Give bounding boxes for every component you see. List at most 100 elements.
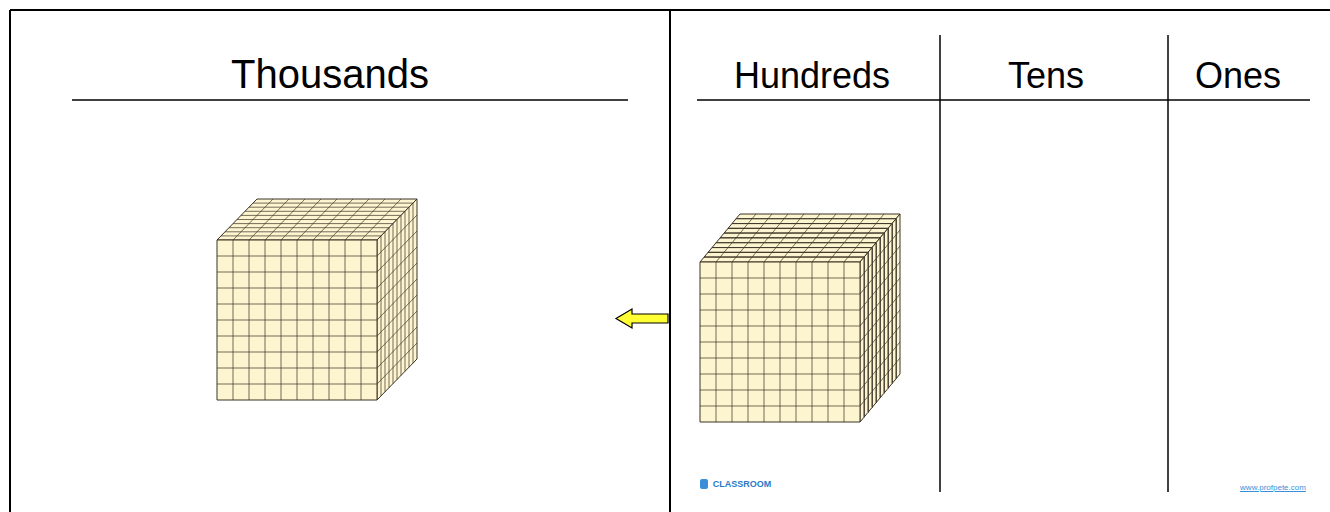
grid-line [896, 342, 900, 347]
grid-line [700, 326, 860, 327]
flat-side [876, 238, 880, 403]
grid-line [724, 248, 728, 253]
grid-line [752, 252, 756, 257]
grid-line [868, 228, 872, 233]
grid-line [876, 318, 880, 323]
grid-line [253, 203, 413, 204]
grid-line [744, 243, 748, 248]
grid-line [768, 214, 772, 219]
flat-top [736, 214, 900, 219]
grid-line [233, 223, 393, 224]
grid-line [804, 228, 808, 233]
flat-side [896, 214, 900, 379]
grid-line [700, 406, 860, 407]
grid-line [872, 307, 876, 312]
grid-line [768, 233, 772, 238]
grid-line [872, 275, 876, 280]
grid-line [888, 336, 892, 341]
grid-line [864, 233, 868, 238]
grid-line [880, 345, 884, 350]
grid-line [744, 224, 748, 229]
grid-line [792, 224, 796, 229]
logo-icon [700, 479, 708, 489]
grid-line [852, 228, 856, 233]
grid-line [884, 356, 888, 361]
grid-line [876, 270, 880, 275]
grid-line [892, 331, 896, 336]
grid-line [828, 257, 832, 262]
regroup-arrow [616, 309, 668, 328]
grid-line [217, 368, 377, 369]
grid-line [844, 219, 848, 224]
column-divider [1167, 35, 1169, 492]
grid-line [868, 296, 872, 301]
grid-line [864, 300, 868, 305]
grid-line [796, 238, 800, 243]
web-address: www.profpete.com [1240, 484, 1306, 493]
grid-line [892, 347, 896, 352]
grid-line [892, 299, 896, 304]
grid-line [864, 396, 868, 401]
grid-line [860, 401, 864, 406]
grid-line [772, 228, 776, 233]
grid-line [245, 211, 405, 212]
grid-line [788, 228, 792, 233]
grid-line [876, 382, 880, 387]
grid-line [780, 257, 784, 262]
grid-line [217, 384, 377, 385]
grid-line [217, 352, 377, 353]
grid-line [892, 363, 896, 368]
grid-line [377, 311, 417, 352]
hundred-flats [700, 214, 900, 422]
grid-line [760, 243, 764, 248]
grid-line [700, 278, 860, 279]
grid-line [896, 294, 900, 299]
grid-line [876, 302, 880, 307]
grid-line [808, 224, 812, 229]
grid-line [884, 308, 888, 313]
grid-line [864, 332, 868, 337]
grid-line [700, 294, 860, 295]
flat-top [728, 224, 892, 229]
grid-line [796, 219, 800, 224]
grid-line [868, 344, 872, 349]
grid-line [836, 228, 840, 233]
logo-text: CLASSROOM [713, 480, 772, 490]
grid-line [237, 219, 397, 220]
grid-line [884, 292, 888, 297]
grid-line [892, 267, 896, 272]
grid-line [700, 342, 860, 343]
grid-line [800, 233, 804, 238]
grid-line [764, 257, 768, 262]
grid-line [824, 243, 828, 248]
grid-line [844, 238, 848, 243]
flat-top [732, 219, 896, 224]
grid-line [896, 246, 900, 251]
grid-line [868, 376, 872, 381]
frame-line [9, 10, 11, 512]
grid-line [748, 238, 752, 243]
thousand-cube [217, 199, 417, 400]
grid-line [872, 371, 876, 376]
grid-line [720, 252, 724, 257]
grid-line [752, 233, 756, 238]
grid-line [832, 233, 836, 238]
grid-line [812, 257, 816, 262]
flat-top [704, 252, 868, 257]
grid-line [812, 238, 816, 243]
grid-line [377, 279, 417, 320]
grid-line [864, 214, 868, 219]
grid-line [892, 251, 896, 256]
grid-line [217, 288, 377, 289]
grid-line [884, 260, 888, 265]
grid-line [872, 291, 876, 296]
grid-line [880, 329, 884, 334]
place-heading: Tens [1008, 56, 1084, 96]
grid-line [217, 304, 377, 305]
flat-side [868, 248, 872, 413]
flat-side [888, 224, 892, 389]
grid-line [816, 214, 820, 219]
grid-line [872, 355, 876, 360]
